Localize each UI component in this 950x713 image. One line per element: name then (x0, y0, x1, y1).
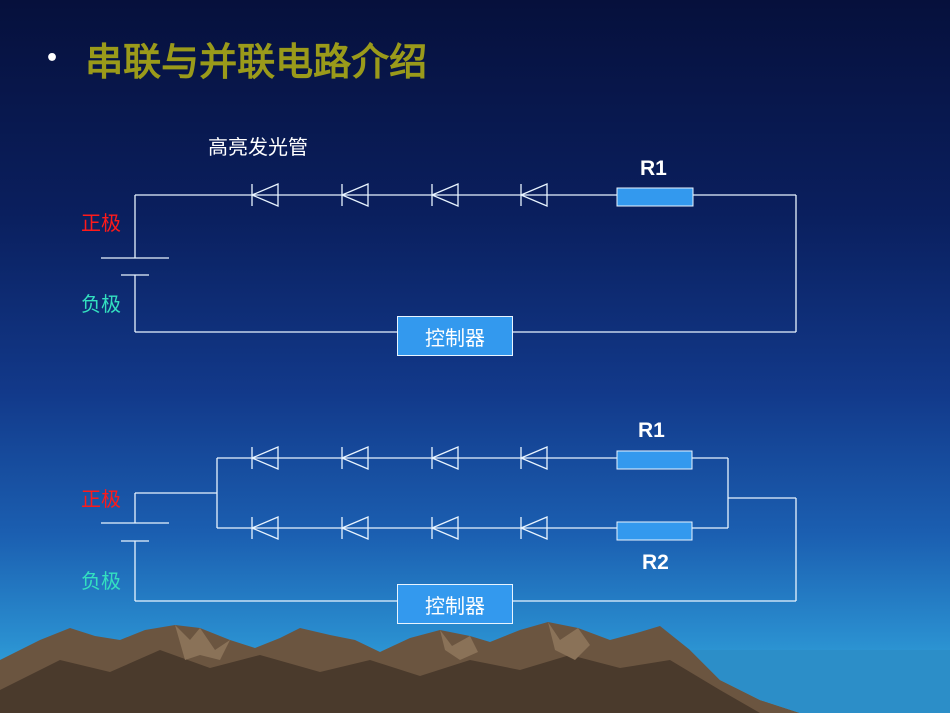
parallel-positive-label: 正极 (81, 487, 121, 511)
series-positive-label: 正极 (81, 211, 121, 235)
series-led-2 (340, 183, 369, 207)
parallel-circuit-wires (101, 457, 797, 602)
parallel-led-bottom-2 (340, 516, 369, 540)
parallel-controller-box: 控制器 (397, 584, 513, 624)
bullet-icon: • (45, 45, 60, 71)
parallel-led-bottom-4 (519, 516, 548, 540)
mountain-landscape (0, 622, 950, 713)
series-controller-box: 控制器 (397, 316, 513, 356)
parallel-resistor-r1 (616, 450, 693, 470)
led-label: 高亮发光管 (208, 135, 308, 159)
parallel-r1-label: R1 (638, 419, 665, 442)
parallel-led-top-4 (519, 446, 548, 470)
parallel-led-top-3 (430, 446, 459, 470)
parallel-led-top-2 (340, 446, 369, 470)
parallel-resistor-r2 (616, 521, 693, 541)
series-resistor-r1 (616, 187, 694, 207)
series-r1-label: R1 (640, 157, 667, 180)
series-negative-label: 负极 (81, 292, 121, 316)
parallel-led-top-1 (250, 446, 279, 470)
series-led-4 (519, 183, 548, 207)
series-circuit-wires (101, 194, 797, 333)
parallel-r2-label: R2 (642, 551, 669, 574)
series-led-1 (250, 183, 279, 207)
parallel-led-bottom-1 (250, 516, 279, 540)
parallel-led-bottom-3 (430, 516, 459, 540)
title-text: 串联与并联电路介绍 (85, 39, 428, 84)
parallel-negative-label: 负极 (81, 569, 121, 593)
series-led-3 (430, 183, 459, 207)
slide-title: • 串联与并联电路介绍 (45, 33, 428, 84)
